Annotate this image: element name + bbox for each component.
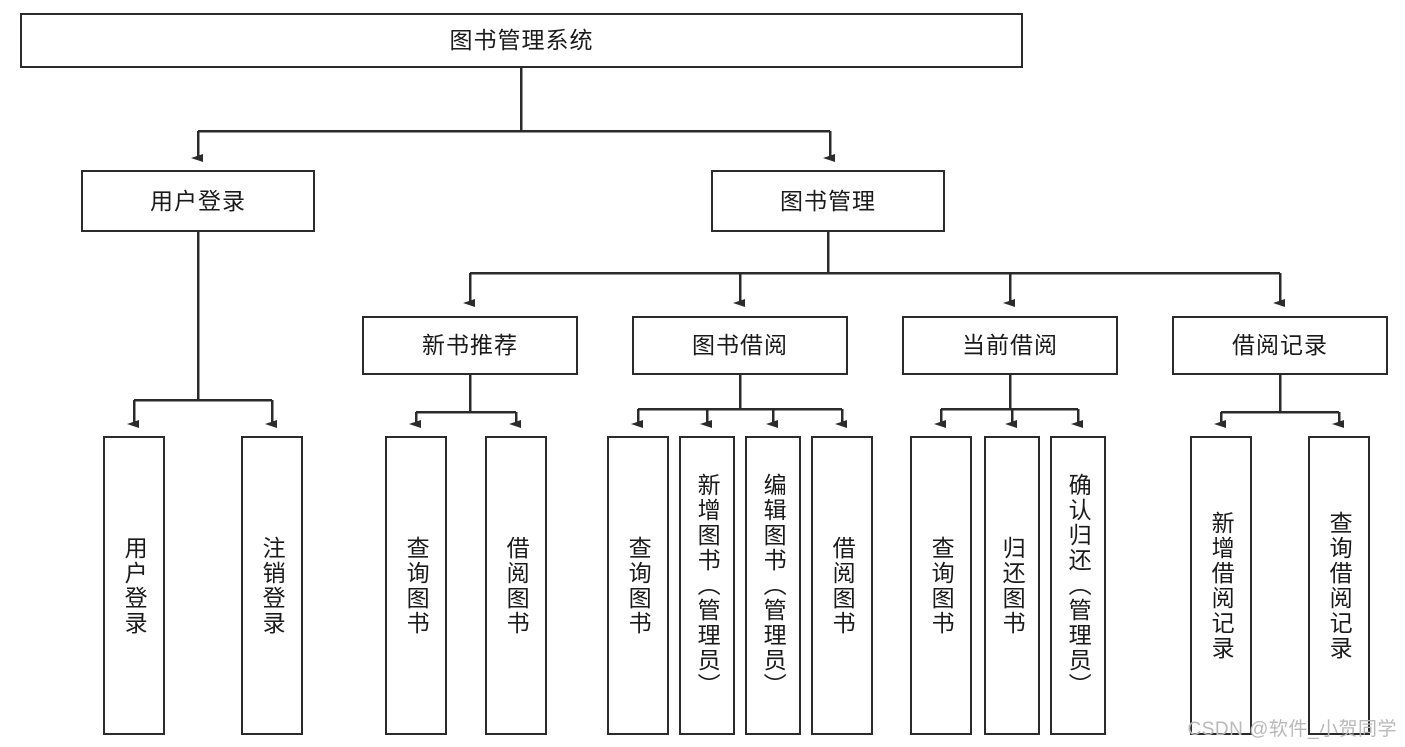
node-label: 借阅图书 [829,535,856,636]
node-label: 借阅图书 [503,535,530,636]
node-leaf-query-book-2[interactable]: 查询图书 [607,436,669,735]
node-root-system[interactable]: 图书管理系统 [20,13,1023,68]
node-new-book-recommend[interactable]: 新书推荐 [362,316,578,375]
node-label: 用户登录 [121,535,148,636]
node-label: 新增借阅记录 [1208,510,1235,661]
node-leaf-add-book[interactable]: 新增图书（管理员） [679,436,735,735]
node-leaf-user-logout[interactable]: 注销登录 [241,436,303,735]
node-leaf-borrow-book-1[interactable]: 借阅图书 [485,436,547,735]
node-label: 注销登录 [259,535,286,636]
node-leaf-edit-book[interactable]: 编辑图书（管理员） [745,436,801,735]
node-leaf-query-book-1[interactable]: 查询图书 [385,436,447,735]
node-label: 查询图书 [625,535,652,636]
node-label: 查询图书 [403,535,430,636]
node-label: 查询借阅记录 [1326,510,1353,661]
node-leaf-user-login[interactable]: 用户登录 [103,436,165,735]
node-label: 归还图书 [999,535,1026,636]
node-label: 编辑图书（管理员） [760,473,787,698]
node-label: 当前借阅 [962,332,1058,359]
node-borrow-record[interactable]: 借阅记录 [1172,316,1388,375]
node-label: 新增图书（管理员） [694,473,721,698]
node-current-borrow[interactable]: 当前借阅 [902,316,1118,375]
node-leaf-add-record[interactable]: 新增借阅记录 [1190,436,1252,735]
node-label: 新书推荐 [422,332,518,359]
node-leaf-query-book-3[interactable]: 查询图书 [910,436,972,735]
node-label: 确认归还（管理员） [1065,473,1092,698]
node-label: 图书管理 [780,187,876,214]
node-leaf-query-record[interactable]: 查询借阅记录 [1308,436,1370,735]
node-book-borrow[interactable]: 图书借阅 [632,316,848,375]
node-leaf-borrow-book-2[interactable]: 借阅图书 [811,436,873,735]
node-user-login[interactable]: 用户登录 [81,170,315,232]
node-label: 图书借阅 [692,332,788,359]
node-label: 用户登录 [150,187,246,214]
node-book-manage[interactable]: 图书管理 [711,170,945,232]
node-leaf-return-book[interactable]: 归还图书 [984,436,1040,735]
node-label: 查询图书 [928,535,955,636]
node-label: 图书管理系统 [449,27,594,54]
watermark: CSDN @软件_小贺同学 [1187,719,1397,740]
node-leaf-confirm-return[interactable]: 确认归还（管理员） [1050,436,1106,735]
node-label: 借阅记录 [1232,332,1328,359]
